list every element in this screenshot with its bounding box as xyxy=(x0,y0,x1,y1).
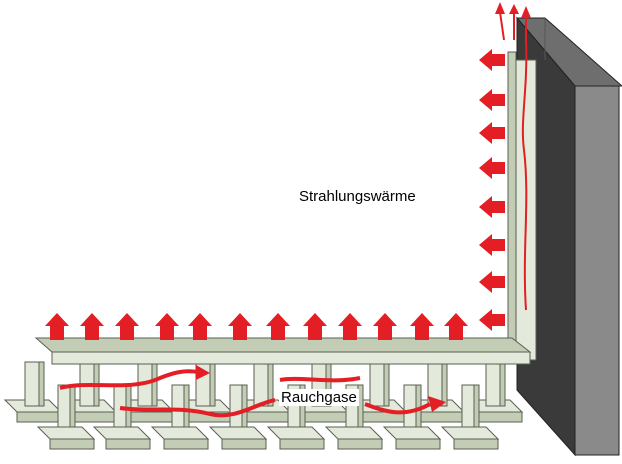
flue-exit-arrowhead xyxy=(509,4,519,14)
support-post-side xyxy=(209,361,216,407)
front-block-front xyxy=(163,438,209,450)
flue-path-lower-left xyxy=(119,398,276,418)
front-post-side xyxy=(183,384,190,428)
front-block-front xyxy=(105,438,151,450)
left-arrow-icon xyxy=(479,89,505,111)
front-block-front xyxy=(395,438,441,450)
up-arrow-icon xyxy=(188,313,212,340)
up-arrow-icon xyxy=(338,313,362,340)
horizontal-pipe-front xyxy=(51,351,531,365)
front-block-front xyxy=(49,438,95,450)
support-post-side xyxy=(499,361,506,407)
up-arrow-icon xyxy=(228,313,252,340)
front-post xyxy=(171,384,185,428)
left-arrow-icon xyxy=(479,196,505,218)
wall-front xyxy=(574,85,620,456)
front-post xyxy=(57,384,71,428)
front-post xyxy=(113,384,127,428)
support-post xyxy=(253,361,269,407)
front-block-top xyxy=(266,426,326,440)
left-arrow-icon xyxy=(479,49,505,71)
front-block-front xyxy=(453,438,499,450)
front-block-front xyxy=(337,438,383,450)
flue-exit-arrowhead xyxy=(495,2,505,14)
up-arrow-icon xyxy=(80,313,104,340)
up-arrow-icon xyxy=(155,313,179,340)
up-arrow-icon xyxy=(266,313,290,340)
front-block-top xyxy=(208,426,268,440)
flue-arrowhead xyxy=(196,365,210,380)
base-block-front xyxy=(16,411,62,423)
flue-gas-label: Rauchgase xyxy=(279,389,359,406)
left-arrow-icon xyxy=(479,271,505,293)
front-block-top xyxy=(382,426,442,440)
front-post-side xyxy=(241,384,248,428)
radiant-heat-arrows xyxy=(45,49,505,340)
support-post-side xyxy=(38,361,45,407)
front-post-side xyxy=(125,384,132,428)
front-block-top xyxy=(150,426,210,440)
left-arrow-icon xyxy=(479,122,505,144)
up-arrow-icon xyxy=(303,313,327,340)
front-block-top xyxy=(440,426,500,440)
front-block-top xyxy=(92,426,152,440)
up-arrow-icon xyxy=(444,313,468,340)
front-block-top xyxy=(36,426,96,440)
left-arrow-icon xyxy=(479,157,505,179)
flue-path-upper-right xyxy=(279,376,361,383)
flue-arrowhead xyxy=(428,396,446,412)
front-block-front xyxy=(221,438,267,450)
up-arrow-icon xyxy=(45,313,69,340)
support-post-side xyxy=(441,361,448,407)
horizontal-pipe-top xyxy=(34,337,532,353)
flue-exit-arrowhead xyxy=(521,6,531,18)
front-block-front xyxy=(279,438,325,450)
support-post xyxy=(485,361,501,407)
flue-exit-line xyxy=(499,11,505,41)
support-post xyxy=(369,361,385,407)
front-post xyxy=(461,384,475,428)
base-block-front xyxy=(303,411,349,423)
base-block-front xyxy=(419,411,465,423)
radiant-heat-label: Strahlungswärme xyxy=(299,188,416,205)
support-post-side xyxy=(151,361,158,407)
flue-path-lower-right xyxy=(364,402,431,415)
left-arrow-icon xyxy=(479,234,505,256)
front-post-side xyxy=(69,384,76,428)
front-block-top xyxy=(324,426,384,440)
vertical-pipe-side xyxy=(507,51,517,363)
flue-gas-path xyxy=(59,2,531,418)
up-arrow-icon xyxy=(410,313,434,340)
front-post xyxy=(403,384,417,428)
flue-vertical-line xyxy=(521,39,528,311)
left-arrow-icon xyxy=(479,309,505,331)
up-arrow-icon xyxy=(373,313,397,340)
front-post-side xyxy=(415,384,422,428)
pipe-grid xyxy=(3,51,537,450)
flue-path-upper-left xyxy=(59,369,199,390)
support-post-side xyxy=(383,361,390,407)
base-block-front xyxy=(477,411,523,423)
base-block-front xyxy=(129,411,175,423)
front-post xyxy=(229,384,243,428)
up-arrow-icon xyxy=(115,313,139,340)
base-block-front xyxy=(245,411,291,423)
support-post xyxy=(24,361,40,407)
front-post-side xyxy=(473,384,480,428)
base-block-front xyxy=(71,411,117,423)
